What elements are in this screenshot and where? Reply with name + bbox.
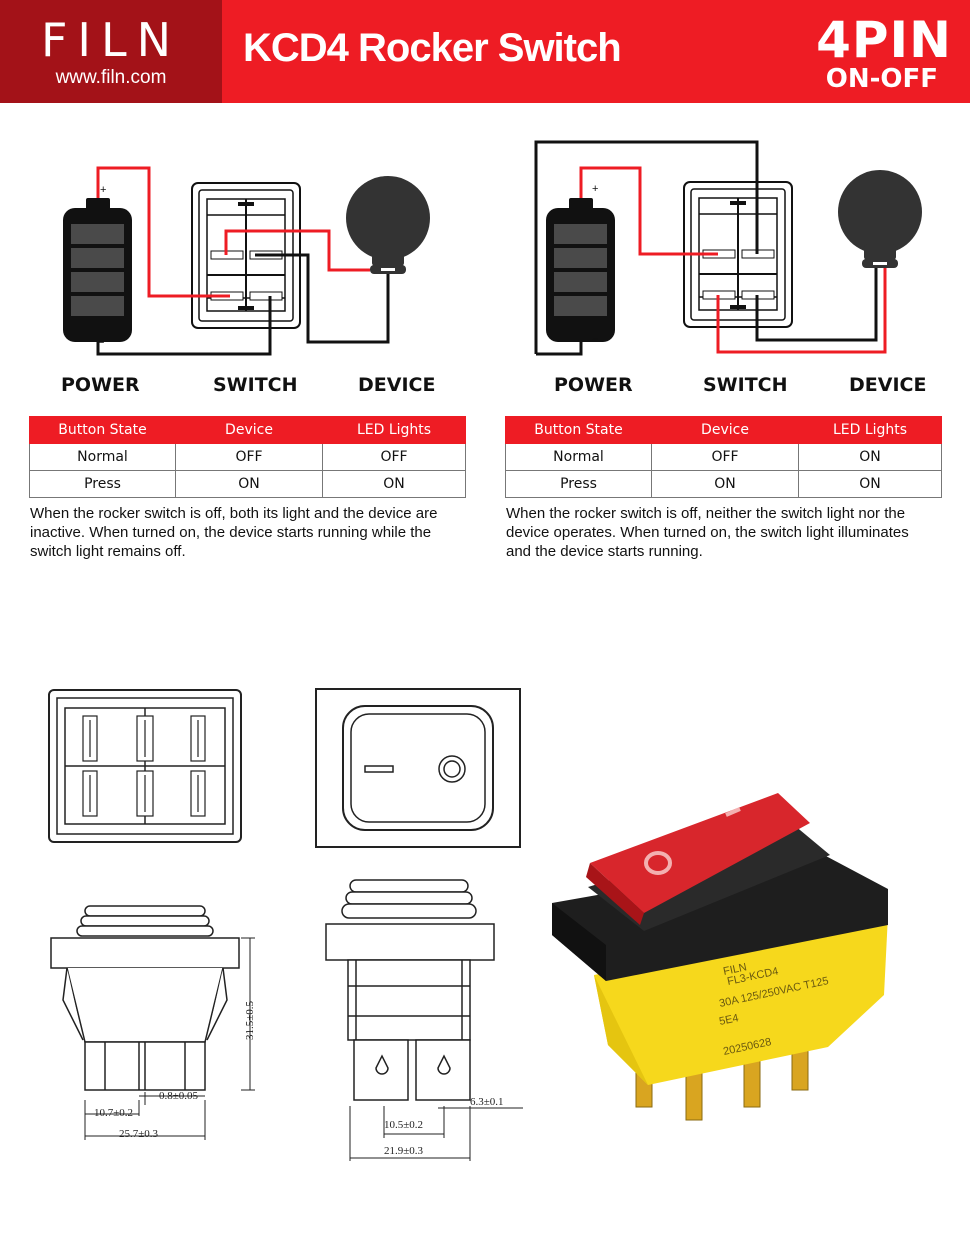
description-left: When the rocker switch is off, both its … [30, 505, 438, 560]
plus-symbol: + [100, 184, 106, 196]
label-switch-right: SWITCH [703, 374, 788, 396]
battery-icon [63, 198, 132, 342]
dim-d4: 6.3±0.1 [470, 1096, 504, 1108]
col-header-led: LED Lights [322, 416, 466, 444]
cell-led: ON [798, 470, 942, 498]
cell-device: OFF [175, 443, 323, 471]
cell-device: OFF [651, 443, 799, 471]
device-bulb-icon [346, 176, 430, 274]
dim-d1: 0.8±0.05 [159, 1090, 199, 1102]
cell-state: Normal [29, 443, 176, 471]
front-view-drawing: 6.3±0.1 10.5±0.2 21.9±0.3 [325, 879, 523, 1161]
switch-mode: ON-OFF [825, 64, 938, 94]
col-header-button-state: Button State [505, 416, 652, 444]
product-brand: FILN [722, 961, 748, 978]
rocker-off-symbol [644, 851, 672, 875]
label-power-right: POWER [554, 374, 633, 396]
device-bulb-icon [838, 170, 922, 268]
side-view-drawing: 31.5±0.5 0.8±0.05 10.7±0.2 25.7±0.3 [50, 905, 256, 1140]
wiring-diagram-left: + − [63, 166, 430, 356]
col-header-button-state: Button State [29, 416, 176, 444]
label-device-left: DEVICE [358, 374, 436, 396]
wiring-diagram-right: + − [534, 140, 922, 356]
dim-d2: 10.7±0.2 [94, 1107, 133, 1119]
top-view-drawing [315, 688, 521, 848]
cell-state: Normal [505, 443, 652, 471]
cell-state: Press [29, 470, 176, 498]
pin-count: 4PIN [816, 11, 952, 69]
brand-logo: FILN [40, 13, 182, 67]
cell-device: ON [651, 470, 799, 498]
dim-d6: 21.9±0.3 [384, 1145, 424, 1157]
battery-icon [546, 198, 615, 342]
dim-d3: 25.7±0.3 [119, 1128, 159, 1140]
col-header-device: Device [651, 416, 799, 444]
minus-symbol: − [98, 337, 104, 349]
brand-logo-box: FILN www.filn.com [0, 0, 222, 103]
dim-height: 31.5±0.5 [244, 1000, 256, 1040]
state-table-left: Button State Device LED Lights Normal OF… [29, 416, 466, 498]
cell-state: Press [505, 470, 652, 498]
cell-led: ON [798, 443, 942, 471]
table-row: Normal OFF OFF [29, 443, 466, 471]
label-power-left: POWER [61, 374, 140, 396]
table-row: Normal OFF ON [505, 443, 942, 471]
description-right: When the rocker switch is off, neither t… [506, 505, 909, 560]
brand-url[interactable]: www.filn.com [55, 67, 167, 88]
page-title: KCD4 Rocker Switch [243, 26, 622, 70]
label-switch-left: SWITCH [213, 374, 298, 396]
plus-symbol: + [592, 183, 598, 195]
header-banner: FILN www.filn.com KCD4 Rocker Switch 4PI… [0, 0, 970, 103]
table-row: Press ON ON [29, 470, 466, 498]
dim-d5: 10.5±0.2 [384, 1119, 423, 1131]
minus-symbol: − [592, 334, 598, 346]
switch-icon [683, 181, 793, 328]
state-table-right: Button State Device LED Lights Normal OF… [505, 416, 942, 498]
col-header-device: Device [175, 416, 323, 444]
cell-device: ON [175, 470, 323, 498]
cell-led: ON [322, 470, 466, 498]
product-code: 5E4 [718, 1012, 740, 1028]
cell-led: OFF [322, 443, 466, 471]
product-photo: FL3-KCD4 30A 125/250VAC T125 5E4 2025062… [552, 793, 888, 1121]
col-header-led: LED Lights [798, 416, 942, 444]
table-row: Press ON ON [505, 470, 942, 498]
label-device-right: DEVICE [849, 374, 927, 396]
rocker-on-symbol [725, 807, 741, 817]
bottom-view-drawing [48, 689, 242, 843]
switch-icon [191, 182, 301, 329]
